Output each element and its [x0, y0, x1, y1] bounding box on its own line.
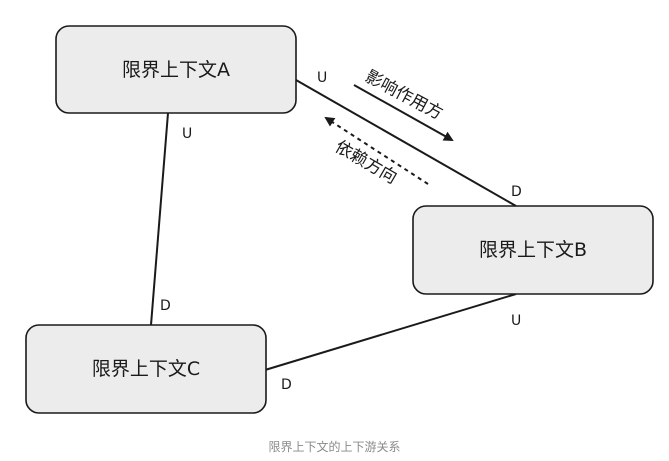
line-b-c [264, 293, 517, 371]
line-a-c [150, 112, 169, 326]
figure-caption: 限界上下文的上下游关系 [268, 440, 401, 454]
context-c-label: 限界上下文C [92, 358, 200, 380]
line-a-b [295, 79, 517, 207]
bc-downstream-label: D [281, 377, 292, 393]
context-b-box: 限界上下文B [412, 205, 654, 295]
bc-upstream-label: U [511, 313, 521, 329]
ab-downstream-label: D [511, 184, 522, 200]
context-c-box: 限界上下文C [25, 324, 267, 414]
ac-downstream-label: D [160, 298, 171, 314]
ab-upstream-label: U [317, 70, 327, 86]
context-a-box: 限界上下文A [55, 25, 297, 114]
context-b-label: 限界上下文B [479, 239, 587, 261]
ac-upstream-label: U [182, 126, 192, 142]
context-a-label: 限界上下文A [122, 59, 230, 81]
influence-arrow [353, 84, 454, 141]
